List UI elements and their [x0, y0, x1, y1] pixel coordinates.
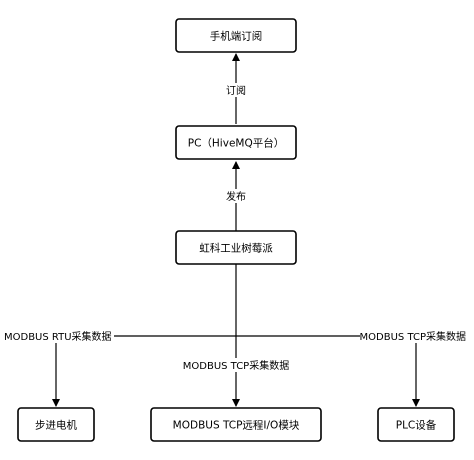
edge-label-tcp-middle: MODBUS TCP采集数据 — [183, 359, 289, 372]
node-pc-hivemq: PC（HiveMQ平台） — [175, 125, 297, 160]
node-tcp-io-module: MODBUS TCP远程I/O模块 — [150, 407, 322, 442]
edge-label-rtu: MODBUS RTU采集数据 — [4, 330, 112, 343]
node-raspberry-pi: 虹科工业树莓派 — [175, 230, 297, 265]
node-stepper-motor-label: 步进电机 — [35, 419, 77, 432]
edge-label-subscribe: 订阅 — [226, 84, 246, 97]
node-phone-subscribe-label: 手机端订阅 — [210, 30, 263, 43]
node-stepper-motor: 步进电机 — [17, 407, 95, 442]
node-phone-subscribe: 手机端订阅 — [175, 18, 297, 53]
node-plc-device: PLC设备 — [377, 407, 455, 442]
node-pc-hivemq-label: PC（HiveMQ平台） — [188, 137, 284, 150]
node-plc-device-label: PLC设备 — [396, 419, 437, 432]
node-raspberry-pi-label: 虹科工业树莓派 — [199, 242, 273, 255]
edge-label-publish: 发布 — [226, 190, 246, 203]
node-tcp-io-module-label: MODBUS TCP远程I/O模块 — [173, 420, 300, 432]
edge-label-tcp-right: MODBUS TCP采集数据 — [360, 330, 466, 343]
